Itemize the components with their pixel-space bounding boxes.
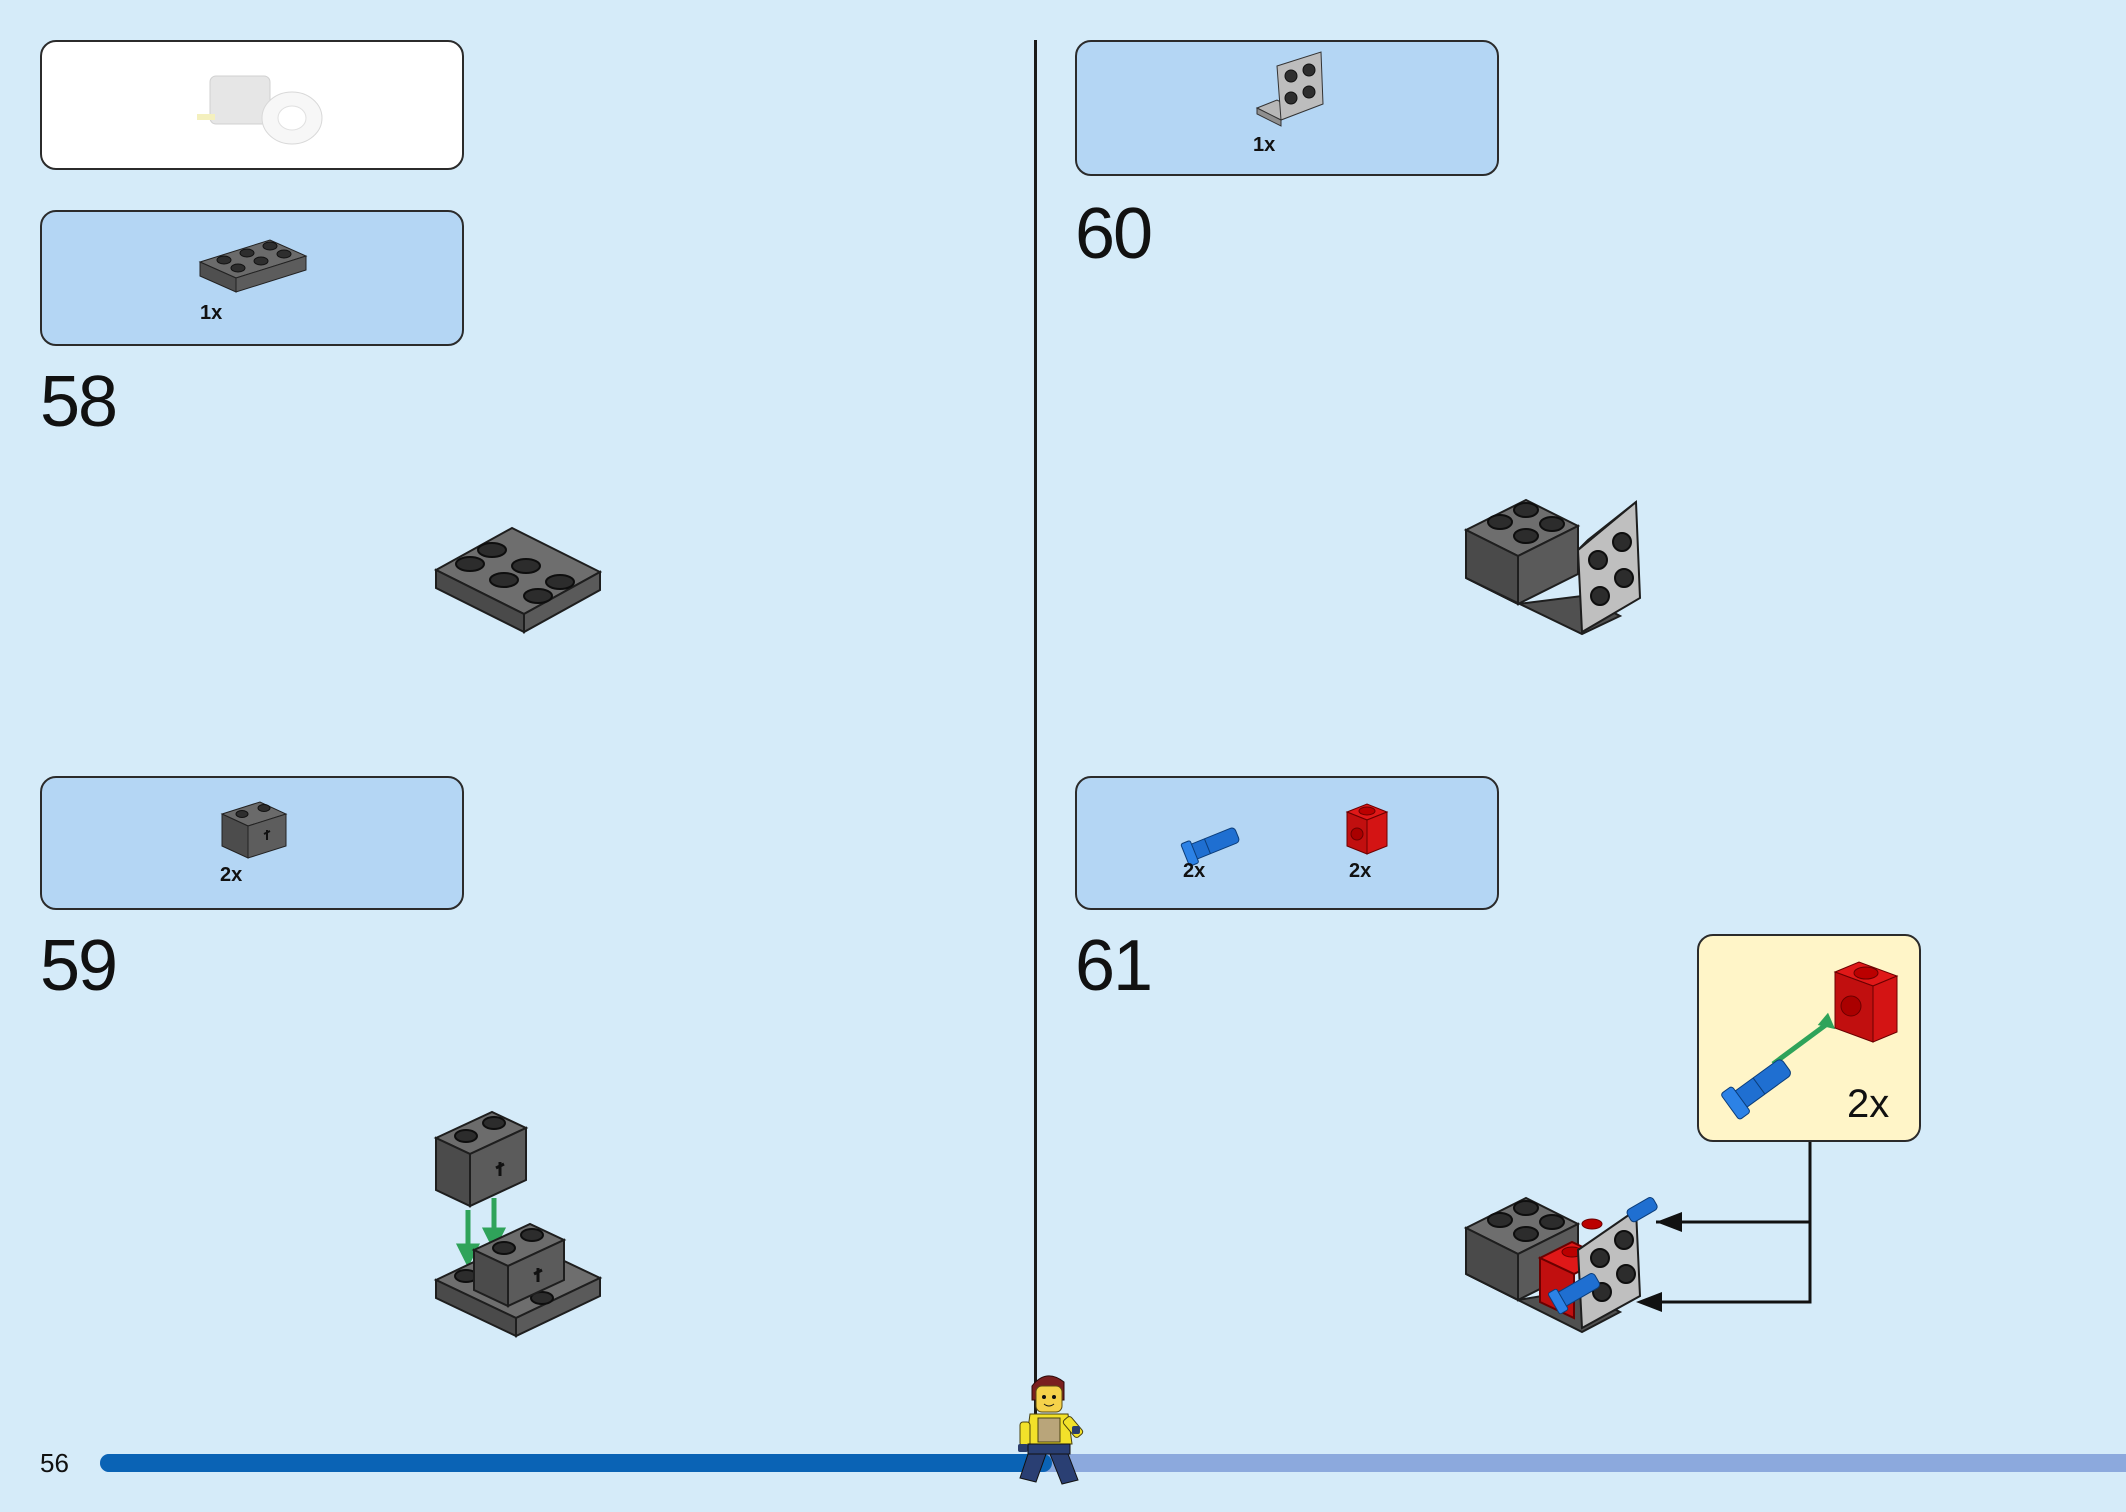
submodel-preview-box	[40, 40, 464, 170]
dark-grey-technic-brick-1x2-icon	[220, 801, 288, 859]
step-60-bracket-assembly-model	[1463, 498, 1642, 636]
step-number-59: 59	[40, 926, 118, 1006]
red-technic-brick-1x1-icon	[1345, 803, 1389, 855]
step-number-60: 60	[1075, 194, 1153, 274]
step-61-parts-box: 2x 2x	[1075, 776, 1499, 910]
column-divider	[1034, 40, 1037, 1446]
progress-fill	[100, 1454, 1052, 1472]
pin-into-red-brick-icon	[1721, 961, 1899, 1120]
step-61-assembly-model	[1463, 1142, 1812, 1334]
light-grey-bracket-icon	[1255, 51, 1324, 127]
minifigure-icon	[1018, 1375, 1084, 1485]
part-qty: 1x	[200, 302, 223, 324]
step-number-61: 61	[1075, 926, 1153, 1006]
dark-grey-plate-2x3-icon	[198, 239, 308, 293]
step-60-parts-box: 1x	[1075, 40, 1499, 176]
page-number: 56	[40, 1448, 69, 1478]
part-qty: 1x	[1253, 134, 1276, 156]
ghost-assembly-icon	[197, 75, 323, 145]
step-58-plate-model	[433, 526, 603, 634]
part-qty: 2x	[1349, 860, 1372, 882]
sub-assembly-callout-box: 2x	[1697, 934, 1921, 1142]
callout-qty: 2x	[1847, 1082, 1890, 1126]
part-qty: 2x	[1183, 860, 1206, 882]
part-qty: 2x	[220, 864, 243, 886]
step-59-parts-box: 2x	[40, 776, 464, 910]
step-58-parts-box: 1x	[40, 210, 464, 346]
blue-axle-pin-icon	[1180, 827, 1240, 867]
step-59-brick-assembly-model	[433, 1110, 603, 1338]
step-number-58: 58	[40, 362, 118, 442]
